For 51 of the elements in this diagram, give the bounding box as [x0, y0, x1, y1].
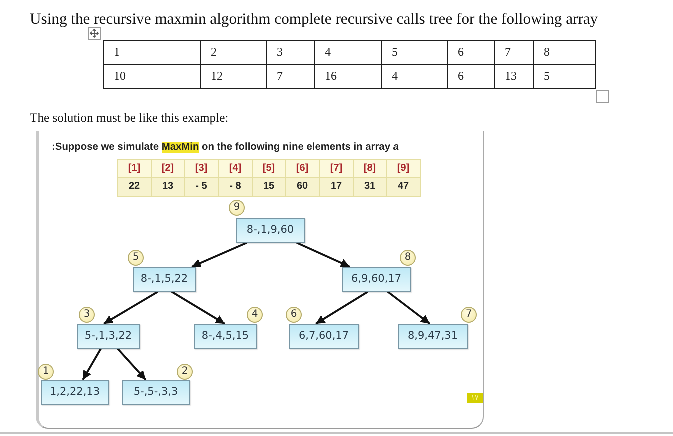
- arrow: [171, 291, 226, 325]
- arrow: [387, 291, 431, 325]
- step-number-badge: 5: [128, 250, 144, 266]
- intro-sentence: :Suppose we simulate MaxMin on the following nine elements in array a: [52, 142, 400, 153]
- step-number-badge: 7: [461, 307, 477, 323]
- instruction-text: The solution must be like this example:: [30, 111, 229, 126]
- table-header-cell: [9]: [386, 159, 421, 178]
- step-number-badge: 6: [286, 307, 302, 323]
- table-cell: - 8: [218, 177, 253, 197]
- table-header-cell: [2]: [151, 159, 185, 178]
- table-header-cell: [4]: [218, 159, 253, 178]
- table-header-cell: [1]: [117, 159, 152, 178]
- table-cell: 8: [533, 40, 596, 65]
- step-number-badge: 1: [38, 364, 54, 380]
- table-cell: 47: [386, 177, 421, 197]
- step-number-badge: 2: [177, 364, 193, 380]
- table-header-cell: [7]: [319, 159, 354, 178]
- table-cell: 10: [103, 64, 201, 89]
- table-header-cell: [8]: [353, 159, 387, 178]
- tree-node: 8,9,47,31: [398, 324, 468, 349]
- table-cell: - 5: [184, 177, 219, 197]
- tree-node: 5-,1,3,22: [77, 324, 140, 349]
- table-cell: 13: [151, 177, 185, 197]
- table-header-cell: [3]: [184, 159, 219, 178]
- tree-node: 8-,1,9,60: [236, 218, 305, 243]
- table-cell: 60: [285, 177, 320, 197]
- arrow: [104, 291, 158, 325]
- step-number-badge: 9: [229, 200, 245, 216]
- step-number-badge: 4: [247, 307, 263, 323]
- table-cell: 31: [353, 177, 387, 197]
- table-header-cell: [5]: [252, 159, 286, 178]
- table-cell: 5: [533, 64, 596, 89]
- tree-node: 8-,1,5,22: [133, 267, 196, 292]
- table-header-cell: [6]: [285, 159, 320, 178]
- arrow: [82, 348, 102, 380]
- arrow: [315, 291, 369, 325]
- tree-node: 1,2,22,13: [41, 380, 109, 405]
- arrow: [117, 348, 147, 381]
- table-cell: 17: [319, 177, 354, 197]
- question-text: Using the recursive maxmin algorithm complete recursive calls tree for the following array: [30, 11, 598, 29]
- tree-node: 6,9,60,17: [342, 267, 411, 292]
- arrow: [192, 242, 248, 268]
- table-cell: 22: [117, 177, 152, 197]
- tree-node: 8-,4,5,15: [194, 324, 257, 349]
- step-number-badge: 3: [79, 307, 95, 323]
- arrow: [296, 242, 350, 268]
- tree-node: 6,7,60,17: [289, 324, 359, 349]
- table-cell: 15: [252, 177, 286, 197]
- step-number-badge: 8: [400, 250, 416, 266]
- table-cell: 1: [103, 40, 201, 65]
- tree-node: 5-,5-,3,3: [122, 380, 190, 405]
